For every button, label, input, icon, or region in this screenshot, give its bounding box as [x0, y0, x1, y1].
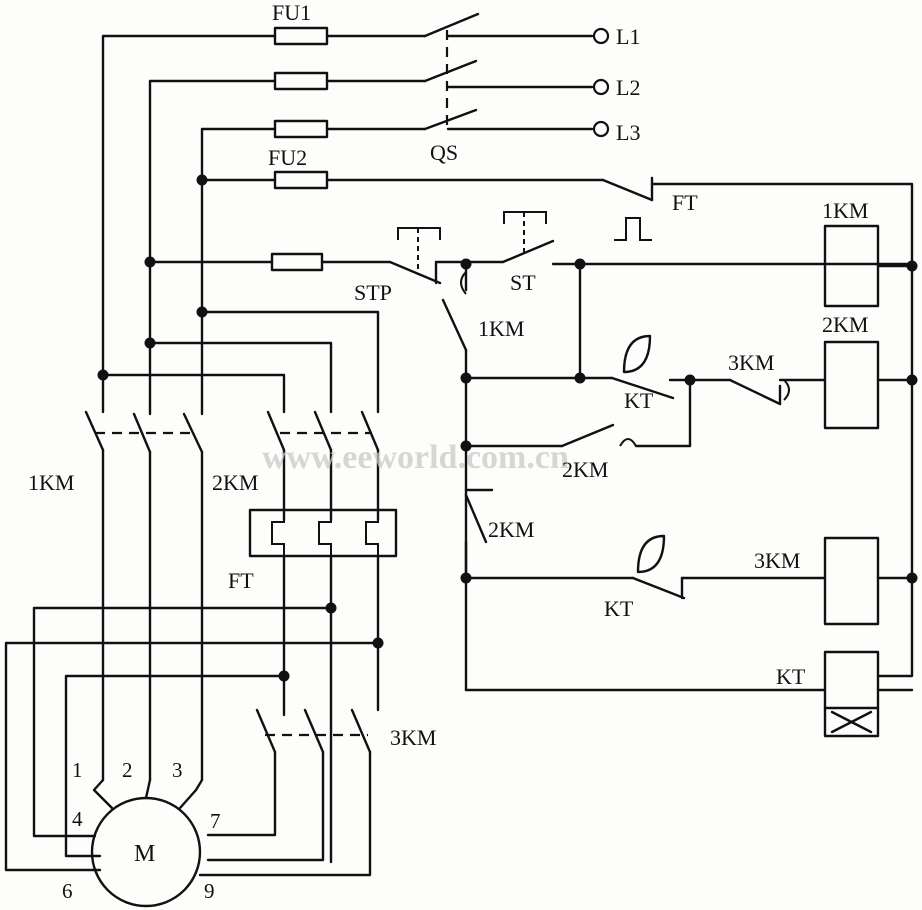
qs-blade-3 — [423, 108, 478, 131]
label-motor: M — [134, 841, 155, 867]
fuse-fu1-l2 — [273, 71, 329, 91]
label-km2-aux-nc: 2KM — [488, 517, 534, 542]
label-l3: L3 — [616, 120, 640, 145]
terminal-7: 7 — [210, 809, 221, 833]
label-fu2: FU2 — [268, 145, 307, 170]
label-ft-relay: FT — [228, 568, 254, 593]
terminal-9: 9 — [204, 879, 215, 903]
label-coil-2km: 2KM — [822, 312, 868, 337]
terminal-3: 3 — [172, 758, 183, 782]
label-coil-kt: KT — [776, 664, 806, 689]
qs-blade-1 — [423, 12, 480, 38]
label-stp: STP — [354, 280, 392, 305]
fuse-fu1-l3 — [273, 119, 329, 139]
terminal-l2-icon — [592, 78, 610, 96]
label-kt-contact1: KT — [624, 388, 654, 413]
label-km1-aux: 1KM — [478, 316, 524, 341]
row-2km-bypass — [464, 378, 692, 448]
ft-contact-blade — [601, 178, 654, 202]
kt-delay-symbol-1 — [622, 334, 652, 374]
label-km3-aux: 3KM — [728, 350, 774, 375]
qs-blade-2 — [423, 59, 478, 83]
control-supply — [148, 170, 914, 678]
label-st: ST — [510, 270, 536, 295]
label-qs: QS — [430, 140, 458, 165]
wire-terminal-6 — [4, 641, 380, 872]
label-fu1: FU1 — [272, 0, 311, 25]
watermark: www.eeworld.com.cn — [262, 439, 569, 476]
label-l2: L2 — [616, 75, 640, 100]
coil-kt — [823, 650, 880, 738]
link-l3-2km — [200, 310, 380, 414]
terminal-4: 4 — [72, 807, 83, 831]
fuse-fu2-a — [273, 170, 329, 190]
label-coil-3km: 3KM — [754, 548, 800, 573]
label-km2-main: 2KM — [212, 470, 258, 495]
fuse-fu1-l1 — [273, 26, 329, 46]
ft-thermal-symbol — [614, 217, 652, 241]
terminal-2: 2 — [122, 758, 133, 782]
kt-delay-symbol-2 — [636, 534, 666, 574]
motor — [90, 778, 204, 908]
label-km3-main: 3KM — [390, 725, 436, 750]
km2-main-contacts — [266, 410, 380, 522]
row-2km — [464, 334, 914, 406]
supply-line-l1 — [101, 12, 610, 377]
row-3km — [464, 488, 914, 600]
fuse-fu2-b — [270, 252, 324, 272]
label-km1-main: 1KM — [28, 470, 74, 495]
supply-line-l3 — [200, 108, 610, 408]
terminal-l1-icon — [592, 27, 610, 45]
link-l1-2km — [101, 373, 286, 414]
terminal-l3-icon — [592, 120, 610, 138]
label-l1: L1 — [616, 24, 640, 49]
junctions — [97, 174, 918, 682]
terminal-1: 1 — [72, 758, 83, 782]
km1-main-contacts — [84, 373, 204, 782]
coil-3km — [823, 536, 880, 626]
label-coil-1km: 1KM — [822, 198, 868, 223]
label-ft-contact: FT — [672, 190, 698, 215]
wire-terminal-4 — [32, 606, 333, 838]
coil-1km — [823, 224, 880, 308]
terminal-6: 6 — [62, 879, 73, 903]
label-km2-aux-no: 2KM — [562, 457, 608, 482]
start-button-st — [434, 211, 914, 266]
coil-2km — [823, 340, 880, 430]
supply-line-l2 — [148, 59, 610, 408]
wire-terminal-6b — [64, 674, 286, 858]
km3-main-contacts — [198, 708, 372, 877]
stop-button-stp — [388, 227, 442, 285]
link-l2-2km — [148, 341, 333, 414]
label-kt-contact2: KT — [604, 596, 634, 621]
